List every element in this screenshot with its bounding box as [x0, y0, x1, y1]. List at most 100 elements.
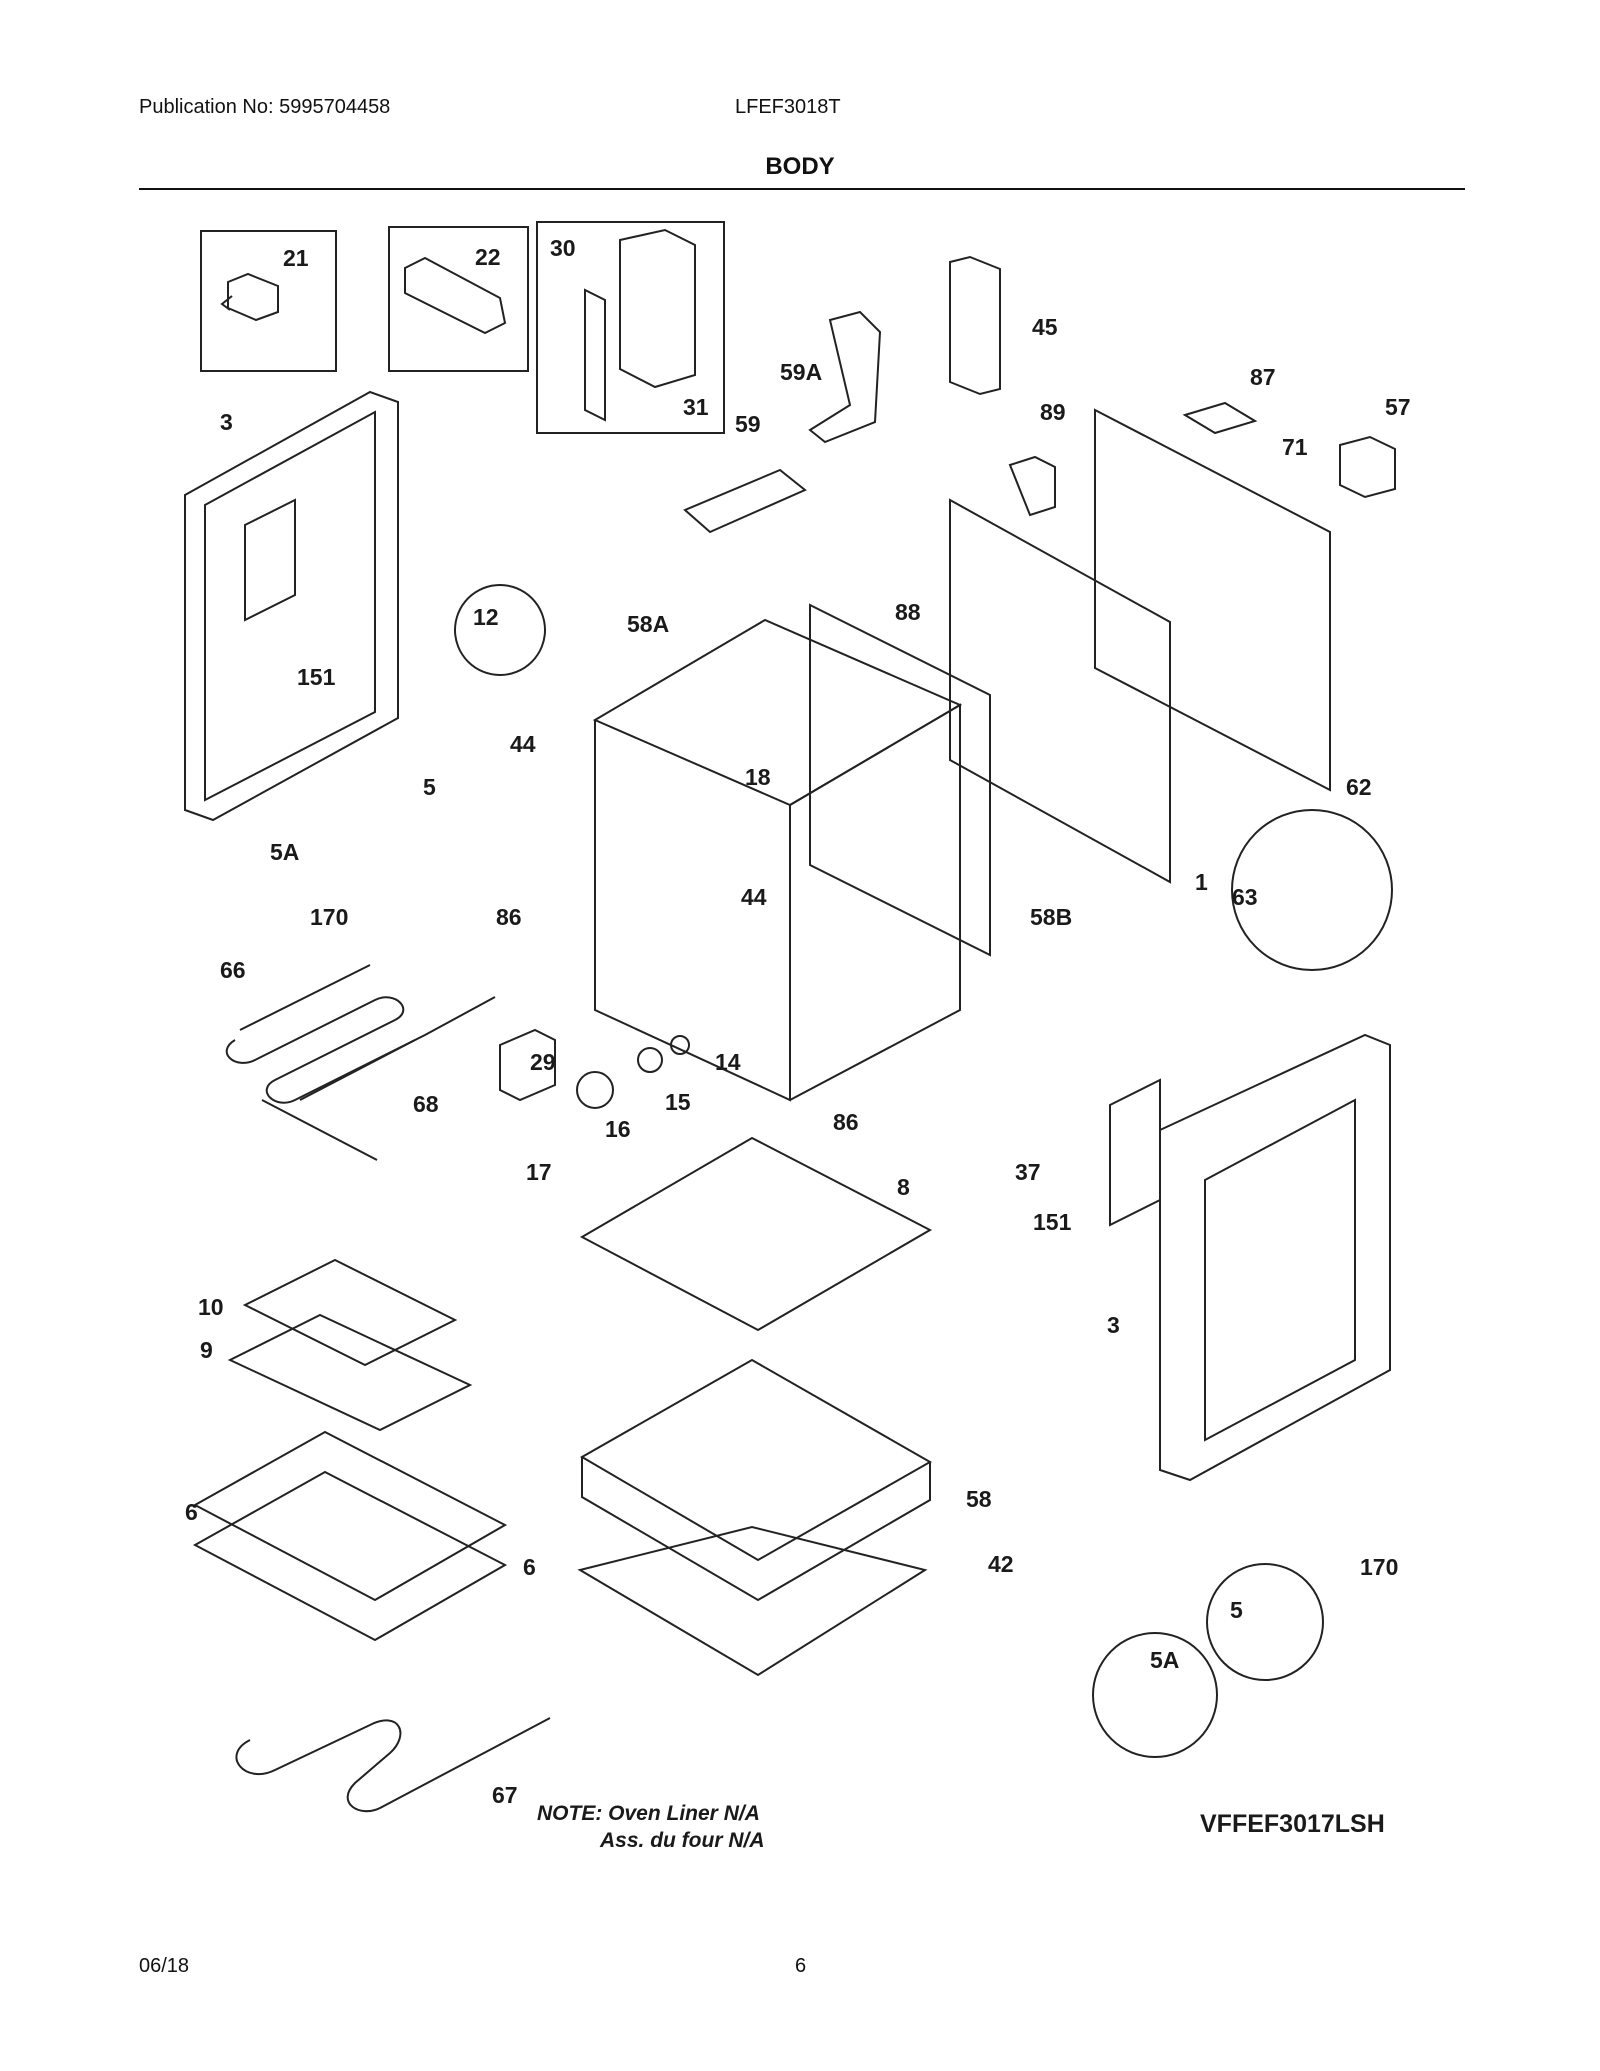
inset-box-30-31: [536, 221, 725, 434]
callout-3-right: 3: [1107, 1312, 1120, 1338]
callout-58a: 58A: [627, 611, 669, 637]
callout-58: 58: [966, 1486, 992, 1512]
callout-5a-detail: 5A: [1150, 1647, 1179, 1673]
page-number: 6: [795, 1955, 807, 1977]
callout-5-detail: 5: [1230, 1597, 1243, 1623]
part-15-bulb: [637, 1047, 663, 1073]
callout-17: 17: [526, 1159, 552, 1185]
callout-62: 62: [1346, 774, 1372, 800]
publication-date: 06/18: [139, 1955, 190, 1977]
title-divider: [139, 188, 1465, 190]
callout-89: 89: [1040, 399, 1066, 425]
callout-170-right: 170: [1360, 1554, 1398, 1580]
model-number: LFEF3018T: [735, 96, 841, 118]
callout-44-mid: 44: [741, 884, 767, 910]
oven-liner-top: [592, 618, 963, 807]
callout-29: 29: [530, 1049, 556, 1075]
callout-8: 8: [897, 1174, 910, 1200]
callout-86-right: 86: [833, 1109, 859, 1135]
part-57-vent: [1339, 435, 1396, 499]
publication-number: Publication No: 5995704458: [139, 96, 391, 118]
callout-10: 10: [198, 1294, 224, 1320]
callout-6-right: 6: [523, 1554, 536, 1580]
part-30-cover: [619, 228, 696, 389]
part-45: [949, 255, 1001, 396]
part-29-switch: [499, 1028, 556, 1102]
callout-88: 88: [895, 599, 921, 625]
callout-labels: 21 22 30 31 45 59A 59 87 57 89 71 3 151 …: [185, 235, 1411, 1808]
insulation-58b: [809, 603, 991, 957]
oven-rack-6a: [192, 1430, 508, 1602]
side-panel-right: [1159, 1033, 1391, 1482]
part-151-right-bracket: [1109, 1078, 1161, 1227]
callout-15: 15: [665, 1089, 691, 1115]
element-shield-68: [261, 1039, 416, 1161]
callout-67: 67: [492, 1782, 518, 1808]
note-line-2: Ass. du four N/A: [599, 1829, 765, 1852]
inset-box-21: [200, 230, 337, 372]
callout-42: 42: [988, 1551, 1014, 1577]
callout-44-top: 44: [510, 731, 536, 757]
callout-14: 14: [715, 1049, 741, 1075]
callout-59a: 59A: [780, 359, 822, 385]
callout-59: 59: [735, 411, 761, 437]
callout-37: 37: [1015, 1159, 1041, 1185]
bottom-panel-42: [577, 1525, 928, 1677]
part-151-left-bracket: [244, 498, 296, 622]
callout-16: 16: [605, 1116, 631, 1142]
part-59-duct: [683, 468, 807, 534]
part-14-socket: [670, 1035, 690, 1055]
oven-liner-front: [594, 720, 791, 1102]
oven-liner-side: [789, 703, 961, 1101]
section-title: BODY: [765, 153, 835, 180]
bake-element-66: [225, 964, 496, 1104]
oven-rack-6b: [192, 1470, 508, 1642]
callout-30: 30: [550, 235, 576, 261]
callout-86-left: 86: [496, 904, 522, 930]
part-87: [1182, 401, 1258, 435]
callout-21: 21: [283, 245, 309, 271]
part-59a-duct: [808, 310, 882, 444]
diagram-code: VFFEF3017LSH: [1200, 1810, 1385, 1838]
callout-1: 1: [1195, 869, 1208, 895]
callout-151-left: 151: [297, 664, 336, 690]
part-22-bracket: [404, 256, 507, 335]
callout-170-left: 170: [310, 904, 348, 930]
broil-element-67: [235, 1717, 551, 1813]
broil-pan-9: [227, 1313, 473, 1432]
callout-22: 22: [475, 244, 501, 270]
callout-31: 31: [683, 394, 709, 420]
detail-circle-5: [1206, 1563, 1324, 1681]
detail-circle-12: [454, 584, 546, 676]
side-panel-right-inner: [1204, 1098, 1356, 1442]
part-21-bracket: [220, 272, 279, 322]
detail-circle-62: [1231, 809, 1393, 971]
insulation-box-58-side: [581, 1457, 931, 1602]
drawer-pan-8: [579, 1136, 933, 1332]
callout-66: 66: [220, 957, 246, 983]
side-panel-left-inner: [204, 410, 376, 802]
note-line-1: NOTE: Oven Liner N/A: [537, 1802, 760, 1825]
part-89-bracket: [1008, 455, 1056, 517]
callout-9: 9: [200, 1337, 213, 1363]
part-31-bracket: [584, 288, 606, 422]
callout-151-right: 151: [1033, 1209, 1072, 1235]
rear-cover-71: [1094, 408, 1331, 792]
callout-57: 57: [1385, 394, 1411, 420]
callout-71: 71: [1282, 434, 1308, 460]
back-panel-1: [949, 498, 1171, 884]
callout-3-left: 3: [220, 409, 233, 435]
side-panel-left: [184, 390, 399, 822]
callout-18: 18: [745, 764, 771, 790]
callout-45: 45: [1032, 314, 1058, 340]
part-16-lens: [576, 1071, 614, 1109]
callout-6-left: 6: [185, 1499, 198, 1525]
callout-63: 63: [1232, 884, 1258, 910]
callout-58b: 58B: [1030, 904, 1072, 930]
inset-box-22: [388, 226, 529, 372]
callout-12: 12: [473, 604, 499, 630]
callout-5-left: 5: [423, 774, 436, 800]
detail-circle-5a: [1092, 1632, 1218, 1758]
callout-68: 68: [413, 1091, 439, 1117]
